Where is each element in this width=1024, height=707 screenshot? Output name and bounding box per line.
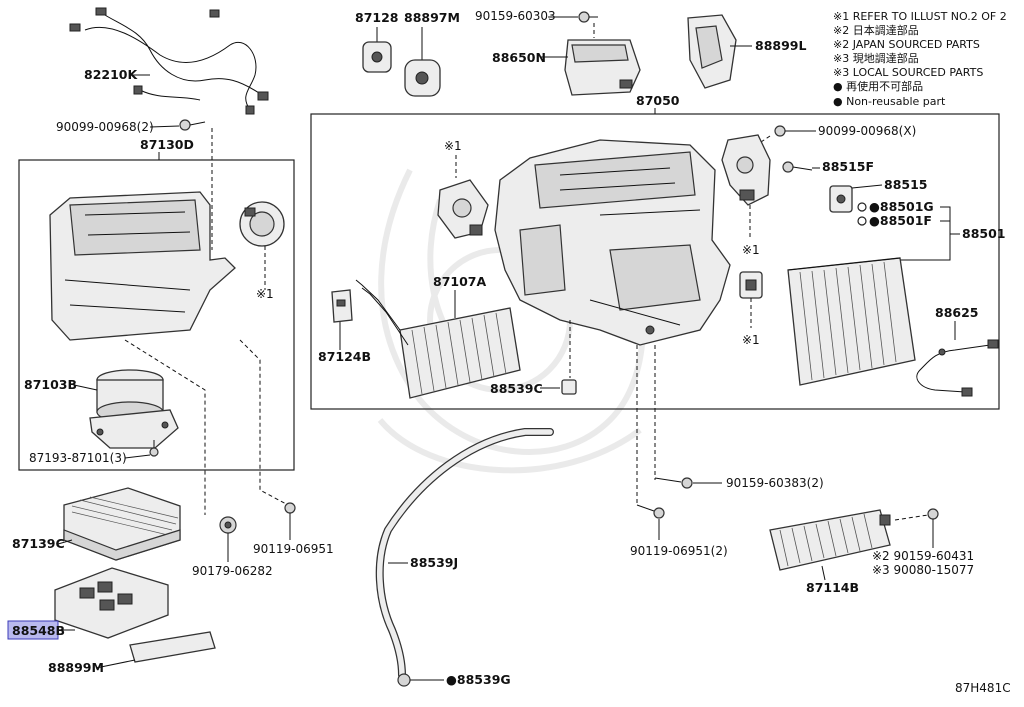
label-90080-15077: ※3 90080-15077: [872, 563, 974, 577]
cover-88899m[interactable]: [129, 631, 216, 663]
label-90159-60383: 90159-60383(2): [726, 476, 824, 490]
label-87107a: 87107A: [433, 274, 486, 289]
evaporator-88501[interactable]: [787, 257, 916, 386]
label-88548b[interactable]: 88548B: [12, 623, 65, 638]
screw-87193-87101[interactable]: [149, 440, 159, 457]
label-87050: 87050: [636, 93, 680, 108]
legend-note2b: ※2 JAPAN SOURCED PARTS: [833, 38, 980, 51]
label-88515: 88515: [884, 177, 928, 192]
label-87193-87101: 87193-87101(3): [29, 451, 127, 465]
clamp-88539g[interactable]: [397, 673, 411, 687]
label-90179-06282: 90179-06282: [192, 564, 273, 578]
legend-note1: ※1 REFER TO ILLUST NO.2 OF 2: [833, 10, 1007, 23]
ac-unit-housing[interactable]: [494, 139, 731, 346]
legend: ※1 REFER TO ILLUST NO.2 OF 2 ※2 日本調達部品 ※…: [833, 10, 1007, 108]
screw-90119-06951-2[interactable]: [653, 507, 665, 519]
damper-87128[interactable]: [362, 41, 392, 73]
label-88897m: 88897M: [404, 10, 460, 25]
label-88539c: 88539C: [490, 381, 543, 396]
frame-87130d-group: [18, 159, 295, 471]
servo-actuator-left[interactable]: [437, 179, 489, 239]
o-ring-88501f[interactable]: [857, 216, 867, 226]
label-90099-00968-x: 90099-00968(X): [818, 124, 916, 138]
blower-motor-87103b[interactable]: [89, 369, 179, 449]
wire-harness-82210k[interactable]: [69, 7, 269, 115]
label-87139c: 87139C: [12, 536, 65, 551]
cover-88899l[interactable]: [687, 14, 737, 89]
legend-note2a: ※2 日本調達部品: [833, 23, 919, 37]
label-88539g: ●88539G: [446, 672, 511, 687]
bolt-88515f[interactable]: [782, 161, 813, 173]
o-ring-88501g[interactable]: [857, 202, 867, 212]
legend-note3a: ※3 現地調達部品: [833, 51, 919, 65]
filter-frame-88548b[interactable]: [54, 567, 169, 639]
label-88650n: 88650N: [492, 50, 546, 65]
amplifier-88650n[interactable]: [564, 39, 641, 96]
label-87124b: 87124B: [318, 349, 371, 364]
screw-90159-60383[interactable]: [681, 477, 693, 489]
screw-90159-60431[interactable]: [927, 508, 939, 520]
thermistor-88625[interactable]: [916, 339, 999, 397]
diagram-code: 87H481C: [955, 681, 1011, 695]
label-90119-06951-2: 90119-06951(2): [630, 544, 728, 558]
screw-90119-06951[interactable]: [284, 502, 296, 514]
clip-90179-06282[interactable]: [219, 516, 237, 534]
expansion-valve-88515[interactable]: [829, 185, 853, 213]
label-87114b: 87114B: [806, 580, 859, 595]
label-90119-06951: 90119-06951: [253, 542, 334, 556]
blower-control-module[interactable]: [239, 201, 285, 247]
screw-90159-60303[interactable]: [578, 11, 598, 23]
label-88899m: 88899M: [48, 660, 104, 675]
legend-nonreusable-ja: ● 再使用不可部品: [833, 79, 923, 93]
blower-housing[interactable]: [49, 191, 236, 341]
servo-actuator-right[interactable]: [721, 134, 771, 206]
ptc-heater-87114b[interactable]: [769, 509, 891, 571]
label-88501: 88501: [962, 226, 1006, 241]
label-88501f: ●88501F: [869, 213, 932, 228]
grommet-88539c[interactable]: [561, 379, 577, 395]
legend-nonreusable-en: ● Non-reusable part: [833, 95, 946, 108]
label-87130d: 87130D: [140, 137, 194, 152]
label-88899l: 88899L: [755, 38, 806, 53]
screw-90099-00968-x[interactable]: [774, 125, 800, 137]
label-90099-00968-2: 90099-00968(2): [56, 120, 154, 134]
label-88539j: 88539J: [410, 555, 458, 570]
label-82210k: 82210K: [84, 67, 138, 82]
cabin-filter-87139c[interactable]: [63, 487, 181, 561]
label-88501g: ●88501G: [869, 199, 934, 214]
label-87128: 87128: [355, 10, 399, 25]
legend-note3b: ※3 LOCAL SOURCED PARTS: [833, 66, 983, 79]
label-88625: 88625: [935, 305, 979, 320]
sensor-module[interactable]: [739, 271, 763, 299]
label-87103b: 87103B: [24, 377, 77, 392]
ref-note-1d: ※1: [742, 333, 760, 347]
clip-87124b[interactable]: [331, 289, 353, 323]
label-88515f: 88515F: [822, 159, 874, 174]
label-90159-60431: ※2 90159-60431: [872, 549, 974, 563]
label-90159-60303: 90159-60303: [475, 9, 556, 23]
ref-note-1b: ※1: [444, 139, 462, 153]
drain-hose-88539j[interactable]: [375, 428, 554, 679]
ref-note-1c: ※1: [742, 243, 760, 257]
seal-88897m[interactable]: [404, 59, 441, 97]
screw-90099-00968-2[interactable]: [179, 119, 206, 131]
ref-note-1a: ※1: [256, 287, 274, 301]
heater-core-87107a[interactable]: [355, 279, 521, 399]
